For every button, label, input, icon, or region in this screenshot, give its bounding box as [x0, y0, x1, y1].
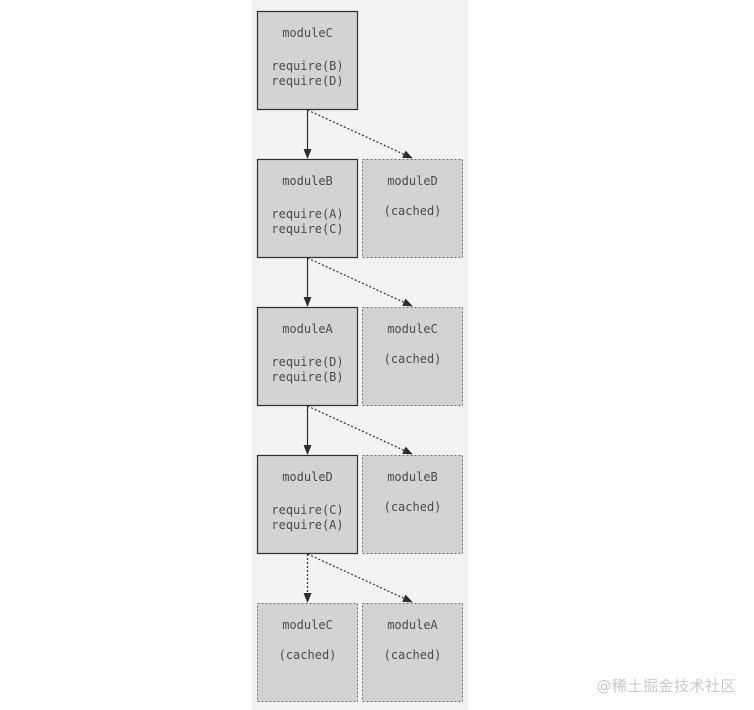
module-box-level-1-frame [256, 10, 359, 111]
cached-box-level-4-line: (cached) [384, 500, 442, 514]
module-box-level-4-line: require(C) [271, 503, 343, 517]
module-box-level-4-line: require(A) [271, 518, 343, 532]
cached-box-level-2-line: (cached) [384, 204, 442, 218]
cached-box-level-4-frame [362, 455, 463, 554]
module-box-level-5-title: moduleC [282, 618, 333, 632]
cached-box-level-2: moduleD (cached) [362, 159, 463, 258]
module-box-level-4: moduleD require(C)require(A) [256, 454, 359, 555]
cached-box-level-5-line: (cached) [384, 648, 442, 662]
cached-box-level-2-frame [362, 159, 463, 258]
cached-box-level-2-title: moduleD [387, 174, 438, 188]
module-box-level-3-title: moduleA [282, 322, 333, 336]
module-box-level-4-frame [256, 454, 359, 555]
cached-box-level-5: moduleA (cached) [362, 603, 463, 702]
cached-box-level-3-frame [362, 307, 463, 406]
diagonal-arrow-level-4 [307, 553, 413, 603]
cached-box-level-3: moduleC (cached) [362, 307, 463, 406]
arrows-layer [303, 109, 413, 603]
module-box-level-5-line: (cached) [279, 648, 337, 662]
module-box-level-3-line: require(B) [271, 370, 343, 384]
module-box-level-2-title: moduleB [282, 174, 333, 188]
module-box-level-3-line: require(D) [271, 355, 343, 369]
cached-box-level-5-frame [362, 603, 463, 702]
module-box-level-2-line: require(A) [271, 207, 343, 221]
cached-box-level-5-title: moduleA [387, 618, 438, 632]
module-box-level-1-line: require(B) [271, 59, 343, 73]
module-box-level-5: moduleC (cached) [257, 603, 358, 702]
cached-box-level-3-title: moduleC [387, 322, 438, 336]
module-box-level-3: moduleA require(D)require(B) [256, 306, 359, 407]
module-box-level-5-frame [257, 603, 358, 702]
diagonal-arrow-level-2 [307, 257, 413, 307]
diagonal-arrow-level-3 [307, 405, 413, 455]
module-box-level-2: moduleB require(A)require(C) [256, 158, 359, 259]
module-box-level-2-frame [256, 158, 359, 259]
cached-box-level-3-line: (cached) [384, 352, 442, 366]
boxes-layer: moduleCrequire(B)require(D)moduleBrequir… [256, 10, 463, 702]
module-box-level-4-title: moduleD [282, 470, 333, 484]
diagonal-arrow-level-1 [307, 109, 413, 159]
module-box-level-2-line: require(C) [271, 222, 343, 236]
module-box-level-1-line: require(D) [271, 74, 343, 88]
cached-box-level-4-title: moduleB [387, 470, 438, 484]
module-box-level-1-title: moduleC [282, 26, 333, 40]
watermark: @稀土掘金技术社区 [596, 677, 736, 695]
module-box-level-3-frame [256, 306, 359, 407]
module-box-level-1: moduleC require(B)require(D) [256, 10, 359, 111]
cached-box-level-4: moduleB (cached) [362, 455, 463, 554]
